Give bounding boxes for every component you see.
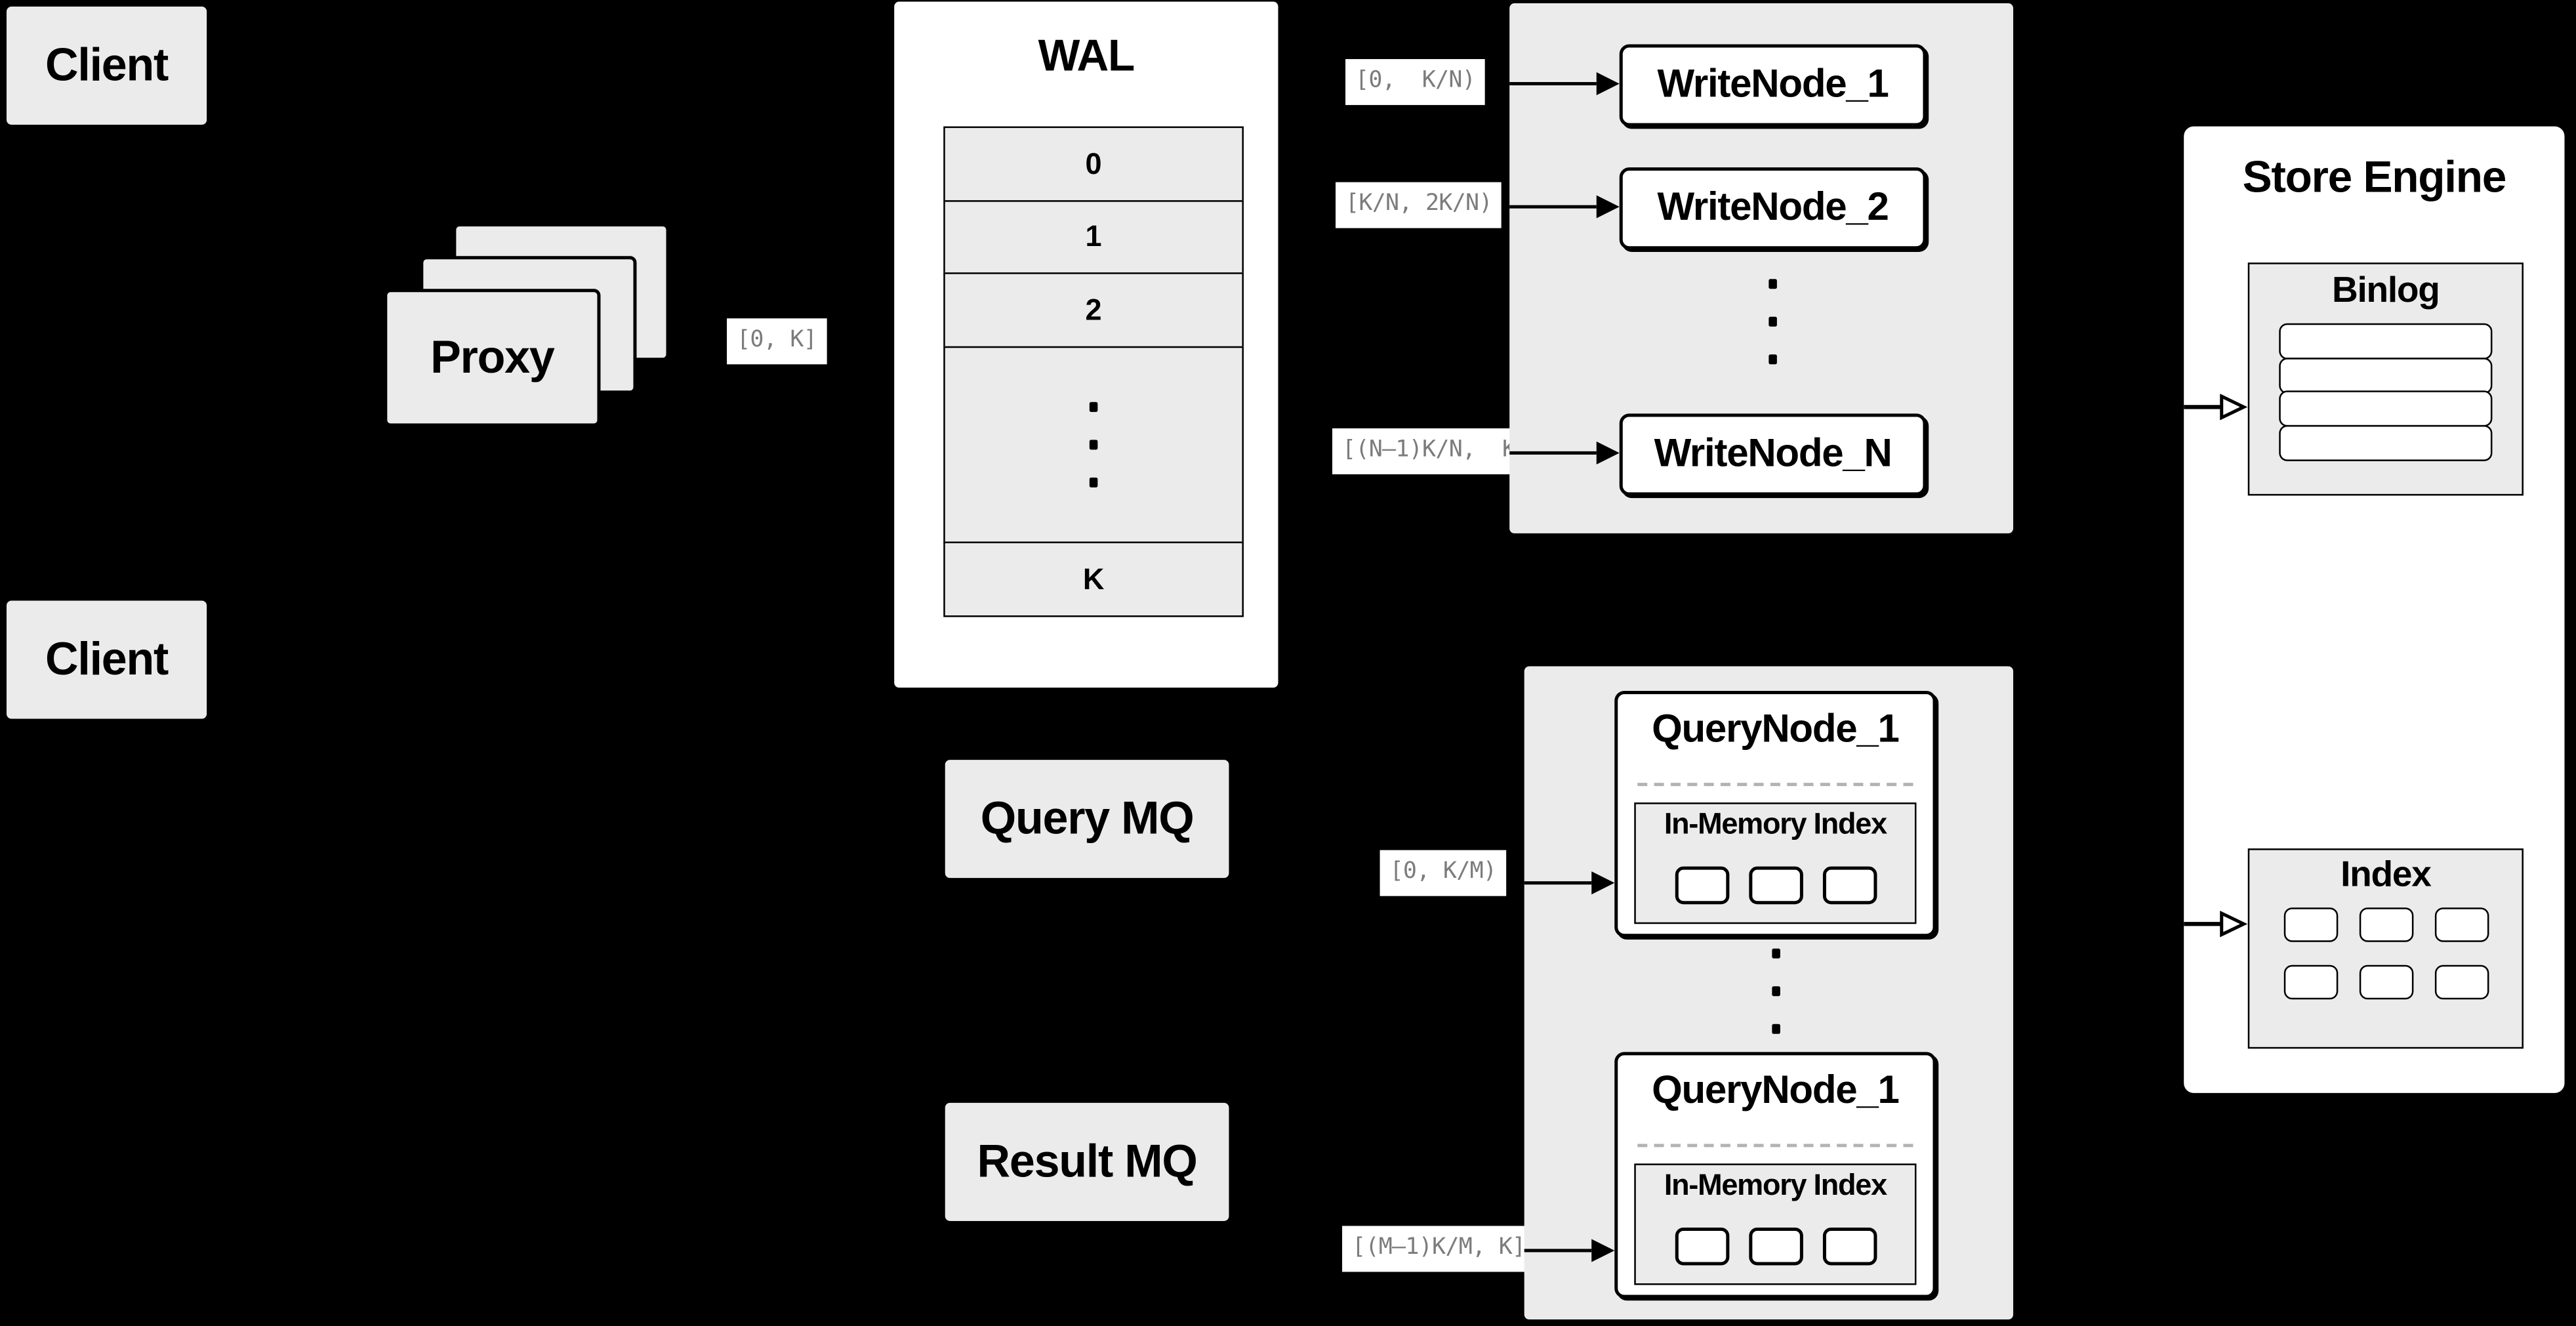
wal-row-0: 0 bbox=[943, 126, 1244, 202]
open-arrow-right-icon bbox=[2184, 394, 2248, 421]
querynode-group: QueryNode_1 In-Memory Index QueryNode_1 … bbox=[1524, 666, 2014, 1320]
query-mq-label: Query MQ bbox=[980, 793, 1195, 844]
binlog-rows bbox=[2249, 323, 2522, 461]
wal-table: 0 1 2 K bbox=[943, 126, 1244, 617]
index-cell bbox=[2283, 964, 2338, 1000]
query-mq-box: Query MQ bbox=[945, 760, 1229, 879]
result-mq-box: Result MQ bbox=[945, 1102, 1229, 1221]
wal-title: WAL bbox=[1038, 31, 1135, 81]
client-box-top: Client bbox=[7, 7, 207, 125]
client-bottom-label: Client bbox=[45, 633, 169, 685]
writenode-1-label: WriteNode_1 bbox=[1657, 62, 1889, 107]
range-label-querynode-1: [0, K/M) bbox=[1380, 850, 1507, 896]
writenode-n-label: WriteNode_N bbox=[1654, 431, 1892, 476]
querynode-2-title: QueryNode_1 bbox=[1652, 1068, 1900, 1113]
segment-cell bbox=[1674, 1227, 1729, 1266]
range-label-writenode-1: [0, K/N) bbox=[1345, 59, 1486, 105]
wal-row-2: 2 bbox=[943, 272, 1244, 348]
querynode-1-title: QueryNode_1 bbox=[1652, 707, 1900, 752]
writenode-2-label: WriteNode_2 bbox=[1657, 185, 1889, 230]
wal-box: WAL 0 1 2 K bbox=[894, 1, 1278, 688]
binlog-row bbox=[2279, 323, 2493, 360]
wal-row-1: 1 bbox=[943, 199, 1244, 275]
binlog-title: Binlog bbox=[2332, 269, 2440, 310]
index-cell bbox=[2358, 907, 2413, 942]
wal-row-ellipsis bbox=[943, 345, 1244, 545]
result-mq-label: Result MQ bbox=[977, 1135, 1198, 1187]
index-cell bbox=[2434, 907, 2489, 942]
arrow-right-icon bbox=[1524, 1239, 1615, 1262]
client-top-label: Client bbox=[45, 39, 169, 91]
index-box: Index bbox=[2247, 848, 2524, 1049]
in-memory-index-title: In-Memory Index bbox=[1664, 807, 1887, 840]
arrow-right-icon bbox=[1509, 195, 1620, 218]
vertical-ellipsis-icon bbox=[1614, 948, 1936, 1034]
in-memory-index-title: In-Memory Index bbox=[1664, 1168, 1887, 1201]
index-cell bbox=[2434, 964, 2489, 1000]
in-memory-index-box: In-Memory Index bbox=[1634, 1163, 1917, 1285]
vertical-ellipsis-icon bbox=[1620, 279, 1927, 365]
segment-cell bbox=[1822, 1227, 1877, 1266]
range-label-querynode-m: [(M–1)K/M, K] bbox=[1342, 1226, 1536, 1272]
binlog-row bbox=[2279, 390, 2493, 427]
store-engine-title: Store Engine bbox=[2242, 152, 2507, 202]
writenode-group: WriteNode_1 WriteNode_2 WriteNode_N bbox=[1509, 3, 2014, 533]
querynode-1-box: QueryNode_1 In-Memory Index bbox=[1614, 691, 1936, 938]
store-engine-box: Store Engine Binlog Index bbox=[2184, 126, 2565, 1093]
segment-row bbox=[1636, 1227, 1915, 1266]
segment-cell bbox=[1748, 866, 1803, 905]
binlog-row bbox=[2279, 357, 2493, 394]
binlog-row bbox=[2279, 424, 2493, 461]
proxy-card-front: Proxy bbox=[384, 289, 601, 427]
range-label-writenode-2: [K/N, 2K/N) bbox=[1336, 182, 1502, 228]
arrow-right-icon bbox=[1524, 871, 1615, 895]
segment-cell bbox=[1748, 1227, 1803, 1266]
dashed-divider bbox=[1637, 1144, 1913, 1148]
arrow-right-icon bbox=[1509, 72, 1620, 96]
index-title: Index bbox=[2341, 853, 2432, 895]
proxy-stack: Proxy bbox=[384, 223, 670, 427]
range-label-proxy-to-wal: [0, K] bbox=[727, 318, 827, 364]
writenode-2-box: WriteNode_2 bbox=[1619, 167, 1927, 250]
writenode-1-box: WriteNode_1 bbox=[1619, 44, 1927, 127]
dashed-divider bbox=[1637, 783, 1913, 787]
range-label-writenode-n: [(N–1)K/N, K] bbox=[1332, 428, 1539, 474]
in-memory-index-box: In-Memory Index bbox=[1634, 802, 1917, 924]
index-cell bbox=[2283, 907, 2338, 942]
open-arrow-right-icon bbox=[2184, 911, 2248, 938]
index-row bbox=[2249, 907, 2522, 942]
wal-row-k: K bbox=[943, 541, 1244, 617]
client-box-bottom: Client bbox=[7, 600, 207, 719]
segment-cell bbox=[1822, 866, 1877, 905]
arrow-right-icon bbox=[1509, 441, 1620, 465]
segment-row bbox=[1636, 866, 1915, 905]
proxy-label: Proxy bbox=[430, 331, 555, 383]
segment-cell bbox=[1674, 866, 1729, 905]
index-cell bbox=[2358, 964, 2413, 1000]
writenode-n-box: WriteNode_N bbox=[1619, 413, 1927, 496]
querynode-2-box: QueryNode_1 In-Memory Index bbox=[1614, 1052, 1936, 1298]
binlog-box: Binlog bbox=[2247, 262, 2524, 496]
index-row bbox=[2249, 964, 2522, 1000]
vertical-ellipsis-icon bbox=[1089, 402, 1098, 487]
